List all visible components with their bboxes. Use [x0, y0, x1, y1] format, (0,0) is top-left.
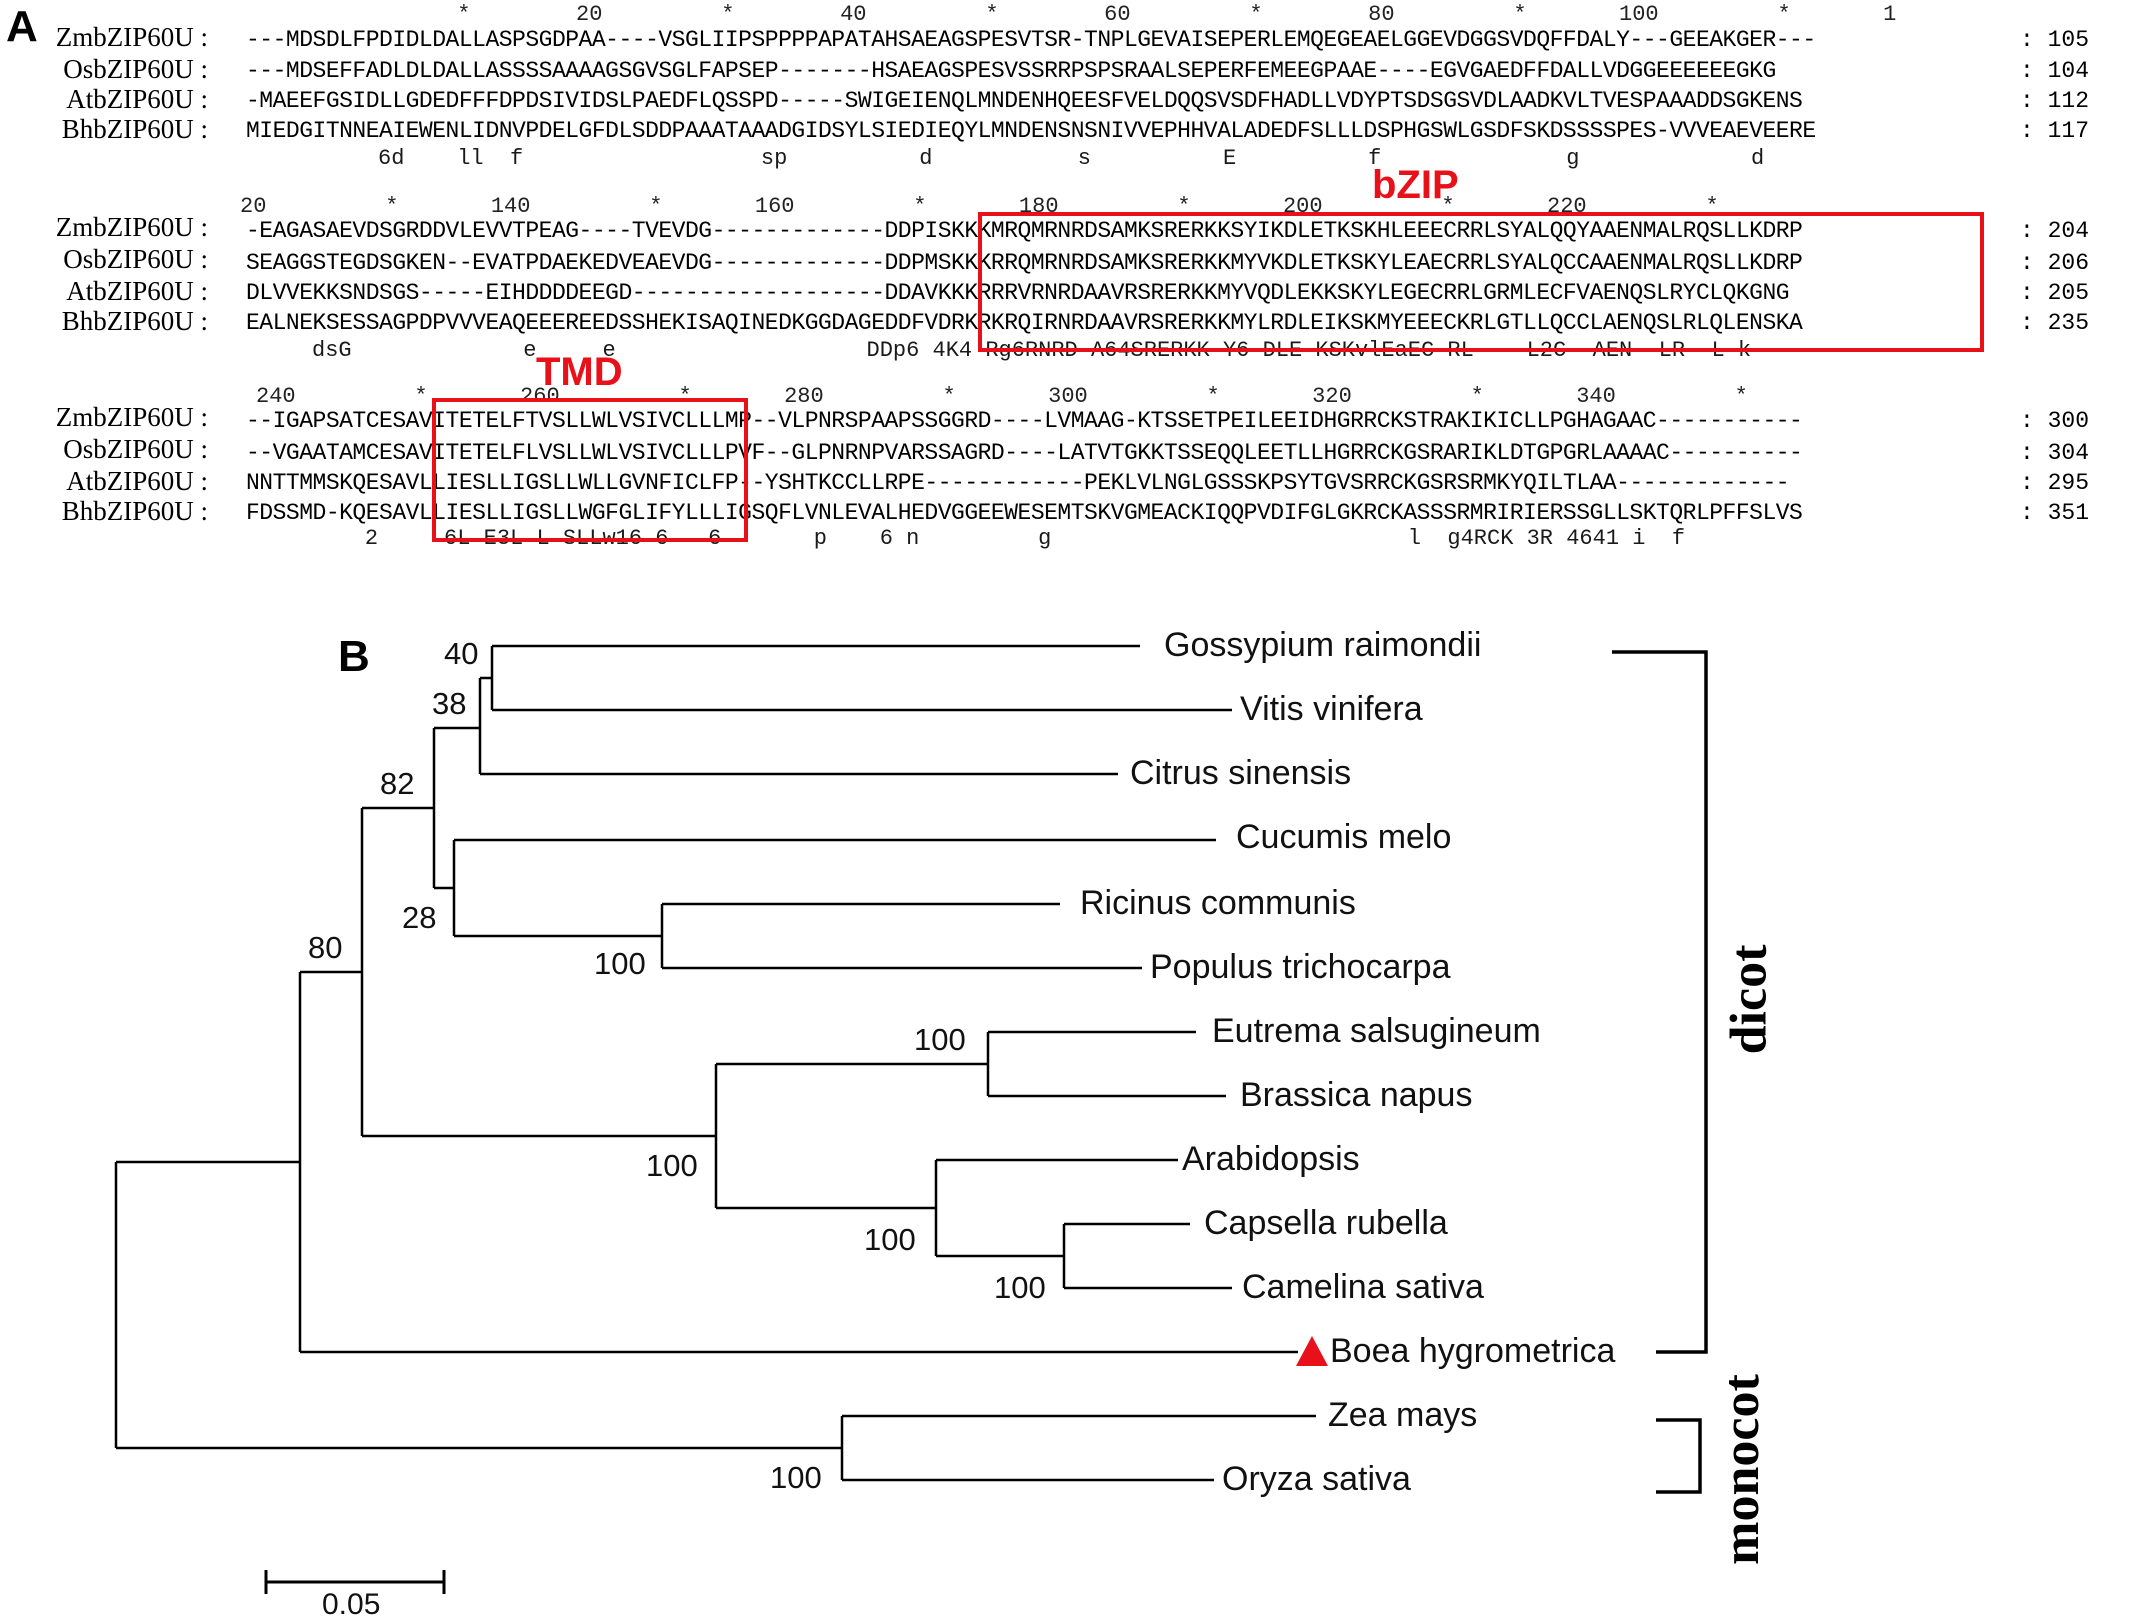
- seq-count: : 235: [2020, 310, 2090, 336]
- red-triangle-icon: [1296, 1336, 1328, 1366]
- leaf-label: Boea hygrometrica: [1330, 1332, 1616, 1370]
- tmd-domain-label: TMD: [536, 350, 623, 394]
- bootstrap-value: 100: [914, 1022, 966, 1057]
- seq-name: BhbZIP60U :: [61, 114, 208, 144]
- seq-count: : 295: [2020, 470, 2090, 496]
- tmd-domain-box: [432, 398, 748, 542]
- leaf-label: Cucumis melo: [1236, 818, 1452, 856]
- seq-count: : 105: [2020, 27, 2090, 53]
- leaf-label: Ricinus communis: [1080, 884, 1356, 922]
- seq-name: AtbZIP60U :: [66, 276, 208, 306]
- panel-a-label: A: [6, 2, 38, 51]
- leaf-label: Eutrema salsugineum: [1212, 1012, 1541, 1050]
- consensus-line: 6d ll f sp d s E f g d: [246, 146, 1765, 171]
- seq-line: -MAEEFGSIDLLGDEDFFFDPDSIVIDSLPAEDFLQSSPD…: [246, 88, 1803, 114]
- seq-line: NNTTMMSKQESAVLLIESLLIGSLLWLLGVNFICLFP--Y…: [246, 470, 1790, 496]
- seq-line: EALNEKSESSAGPDPVVVEAQEEEREEDSSHEKISAQINE…: [246, 310, 1803, 336]
- seq-line: ---MDSEFFADLDLDALLASSSSAAAAGSGVSGLFAPSEP…: [246, 58, 1776, 84]
- seq-count: : 104: [2020, 58, 2090, 84]
- seq-name: AtbZIP60U :: [66, 84, 208, 114]
- bootstrap-value: 38: [432, 686, 467, 721]
- seq-count: : 117: [2020, 118, 2090, 144]
- seq-name: BhbZIP60U :: [61, 306, 208, 336]
- bootstrap-value: 80: [308, 930, 343, 965]
- seq-count: : 112: [2020, 88, 2090, 114]
- dicot-label: dicot: [1720, 944, 1778, 1055]
- seq-count: : 300: [2020, 408, 2090, 434]
- bootstrap-value: 100: [646, 1148, 698, 1183]
- leaf-label: Camelina sativa: [1242, 1268, 1484, 1306]
- bootstrap-value: 100: [864, 1222, 916, 1257]
- leaf-label: Gossypium raimondii: [1164, 626, 1482, 664]
- group-brackets: [1612, 650, 1708, 1494]
- bzip-domain-label: bZIP: [1372, 163, 1459, 207]
- leaf-label: Brassica napus: [1240, 1076, 1473, 1114]
- seq-line: MIEDGITNNEAIEWENLIDNVPDELGFDLSDDPAAATAAA…: [246, 118, 1816, 144]
- seq-line: DLVVEKKSNDSGS-----EIHDDDDEEGD-----------…: [246, 280, 1790, 306]
- bootstrap-value: 82: [380, 766, 415, 801]
- tree-branches: [114, 644, 1316, 1482]
- monocot-label: monocot: [1712, 1374, 1770, 1565]
- seq-name: OsbZIP60U :: [63, 54, 208, 84]
- bootstrap-value: 100: [994, 1270, 1046, 1305]
- seq-line: ---MDSDLFPDIDLDALLASPSGDPAA----VSGLIIPSP…: [246, 27, 1816, 53]
- leaf-label: Zea mays: [1328, 1396, 1478, 1434]
- seq-count: : 351: [2020, 500, 2090, 526]
- leaf-label: Populus trichocarpa: [1150, 948, 1451, 986]
- panel-b-label: B: [338, 632, 370, 681]
- seq-name: ZmbZIP60U :: [55, 22, 208, 52]
- leaf-label: Citrus sinensis: [1130, 754, 1352, 792]
- scale-bar-label: 0.05: [322, 1588, 381, 1621]
- seq-line: --VGAATAMCESAVITETELFLVSLLWLVSIVCLLLPVF-…: [246, 440, 1803, 466]
- alignment-ruler: 240 * 260 * 280 * 300 * 320 * 340 *: [256, 384, 1748, 409]
- scale-bar: [264, 1570, 446, 1594]
- bootstrap-value: 40: [444, 636, 479, 671]
- consensus-line: 2 6L E3L L SLLw16 6 6 p 6 n g l g4RCK 3R…: [246, 526, 1686, 551]
- seq-name: ZmbZIP60U :: [55, 212, 208, 242]
- seq-name: ZmbZIP60U :: [55, 402, 208, 432]
- seq-name: OsbZIP60U :: [63, 244, 208, 274]
- monocot-bracket: [1656, 1418, 1702, 1494]
- bootstrap-value: 28: [402, 900, 437, 935]
- leaf-label: Oryza sativa: [1222, 1460, 1411, 1498]
- seq-line: FDSSMD-KQESAVLLIESLLIGSLLWGFGLIFYLLLIGSQ…: [246, 500, 1803, 526]
- leaf-label: Capsella rubella: [1204, 1204, 1448, 1242]
- seq-count: : 304: [2020, 440, 2090, 466]
- seq-line: -EAGASAEVDSGRDDVLEVVTPEAG----TVEVDG-----…: [246, 218, 1803, 244]
- bzip-domain-box: [978, 212, 1984, 352]
- seq-name: BhbZIP60U :: [61, 496, 208, 526]
- bootstrap-value: 100: [594, 946, 646, 981]
- leaf-label: Vitis vinifera: [1240, 690, 1423, 728]
- leaf-label: Arabidopsis: [1182, 1140, 1360, 1178]
- seq-line: SEAGGSTEGDSGKEN--EVATPDAEKEDVEAEVDG-----…: [246, 250, 1803, 276]
- bootstrap-value: 100: [770, 1460, 822, 1495]
- alignment-ruler: * 20 * 40 * 60 * 80 * 100 * 1: [246, 2, 1897, 27]
- seq-count: : 206: [2020, 250, 2090, 276]
- dicot-bracket: [1612, 650, 1708, 1354]
- seq-name: AtbZIP60U :: [66, 466, 208, 496]
- seq-count: : 204: [2020, 218, 2090, 244]
- seq-line: --IGAPSATCESAVITETELFTVSLLWLVSIVCLLLMP--…: [246, 408, 1803, 434]
- seq-count: : 205: [2020, 280, 2090, 306]
- seq-name: OsbZIP60U :: [63, 434, 208, 464]
